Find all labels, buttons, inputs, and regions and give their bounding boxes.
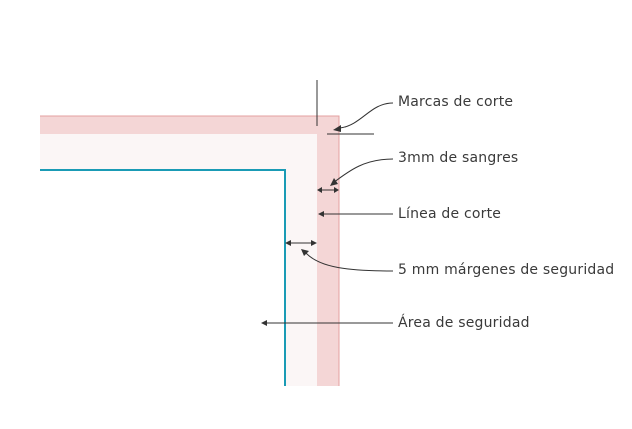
bleed-label: 3mm de sangres	[398, 150, 519, 166]
safety-dimension-arrow-left	[285, 240, 291, 246]
trim-line-label: Línea de corte	[398, 206, 502, 222]
crop-marks-callout	[339, 102, 394, 129]
safety-margins-callout-arrowhead	[301, 249, 309, 256]
trim-line-callout-arrowhead	[318, 211, 324, 217]
crop-marks-label: Marcas de corte	[398, 94, 514, 110]
crop-marks-callout-arrowhead	[333, 125, 341, 132]
safety-margins-callout	[305, 252, 394, 272]
safe-area-label: Área de seguridad	[398, 315, 530, 331]
safety-dimension-arrow-right	[311, 240, 317, 246]
bleed-callout	[332, 158, 394, 184]
safety-line	[40, 169, 286, 386]
safety-margins-label: 5 mm márgenes de seguridad	[398, 262, 615, 278]
bleed-dimension-arrow-left	[317, 187, 322, 193]
bleed-outline	[40, 115, 340, 386]
bleed-dimension-arrow-right	[334, 187, 339, 193]
safe-area-callout-arrowhead	[261, 320, 267, 326]
bleed-callout-arrowhead	[330, 178, 338, 186]
safe-area-region	[40, 170, 285, 386]
